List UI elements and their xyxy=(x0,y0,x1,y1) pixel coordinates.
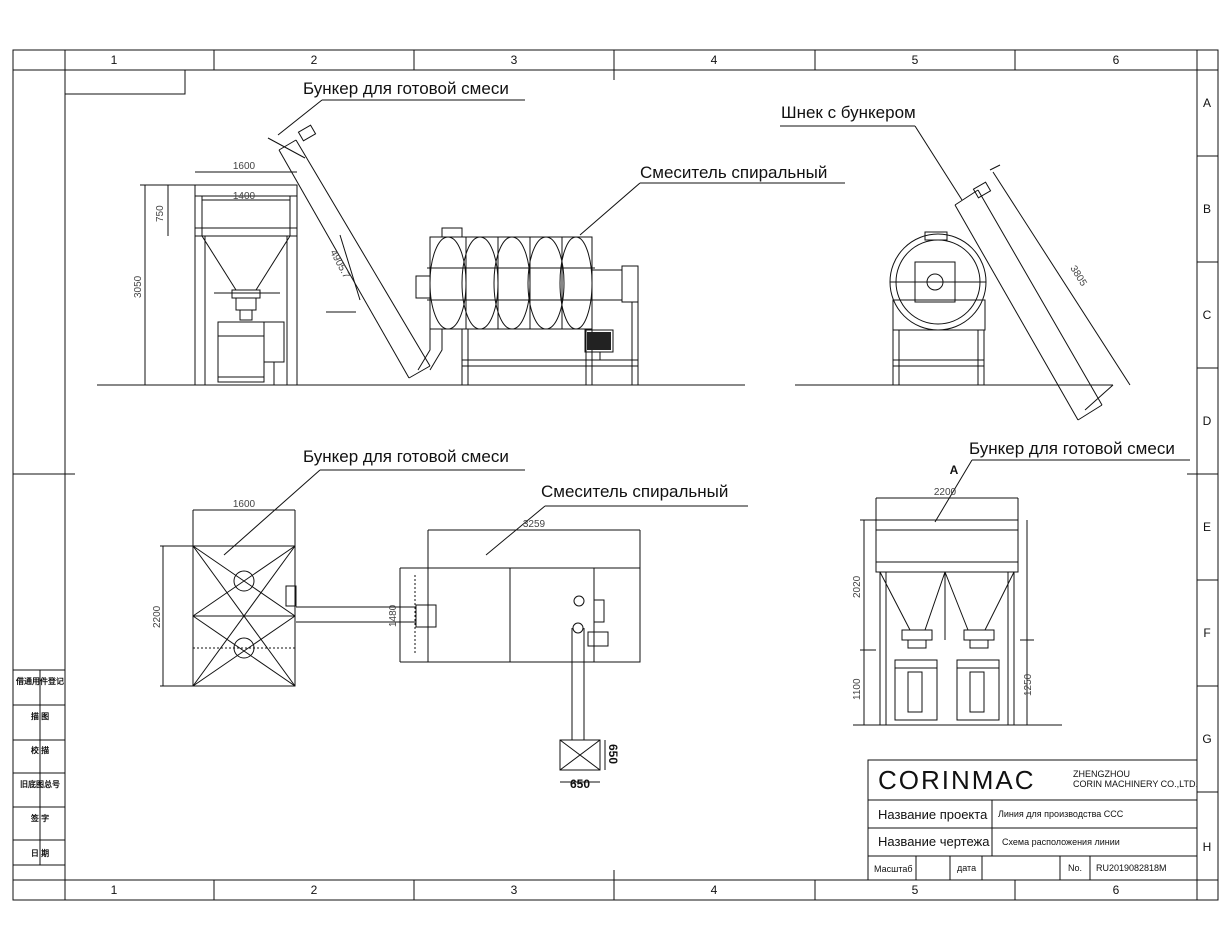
stamp-label: 描 图 xyxy=(31,711,49,721)
col-label: 4 xyxy=(711,53,718,67)
row-labels: A B C D E F G H xyxy=(1202,96,1211,854)
dim-hopper-width: 1600 xyxy=(233,161,256,172)
dim-plan-hopper-width: 1600 xyxy=(233,499,256,510)
col-label: 4 xyxy=(711,883,718,897)
side-view xyxy=(780,125,1131,421)
row-label: D xyxy=(1203,414,1212,428)
project-value: Линия для производства ССС xyxy=(998,809,1124,819)
stamp-label: 签 字 xyxy=(30,813,49,823)
col-label: 3 xyxy=(511,883,518,897)
label-mixer-elevation: Смеситель спиральный xyxy=(640,163,827,182)
dim-plan-mixer-depth: 1480 xyxy=(388,604,399,627)
col-label: 5 xyxy=(912,883,919,897)
side-stamp-column xyxy=(13,669,65,866)
col-label: 6 xyxy=(1113,53,1120,67)
label-hopper-plan: Бункер для готовой смеси xyxy=(303,447,509,466)
stamp-label: 日 期 xyxy=(31,848,49,858)
row-label: A xyxy=(1203,96,1211,110)
title-block xyxy=(867,759,1198,881)
col-label: 3 xyxy=(511,53,518,67)
company-line1: ZHENGZHOU xyxy=(1073,769,1130,779)
dim-hopper-inner: 1400 xyxy=(233,191,256,202)
dim-front-lower: 1100 xyxy=(852,678,863,700)
dim-screw-side-length: 3805 xyxy=(1067,264,1088,289)
sheet-frame xyxy=(12,49,1219,901)
dim-plan-box-height: 650 xyxy=(606,744,620,764)
company-line2: CORIN MACHINERY CO.,LTD. xyxy=(1073,779,1198,789)
date-label: дата xyxy=(957,863,976,873)
label-hopper-elevation: Бункер для готовой смеси xyxy=(303,79,509,98)
elevation-view xyxy=(97,99,845,386)
dim-screw-length: 4905.7 xyxy=(327,248,351,281)
row-label: H xyxy=(1203,840,1212,854)
drawing-label: Название чертежа xyxy=(878,834,990,849)
stamp-label: 校 描 xyxy=(31,745,49,755)
col-label: 1 xyxy=(111,53,118,67)
col-label: 5 xyxy=(912,53,919,67)
column-labels: 1 2 3 4 5 6 1 2 3 4 5 6 xyxy=(111,53,1120,897)
row-label: G xyxy=(1202,732,1211,746)
col-label: 2 xyxy=(311,53,318,67)
row-label: E xyxy=(1203,520,1211,534)
col-label: 6 xyxy=(1113,883,1120,897)
col-label: 2 xyxy=(311,883,318,897)
dim-front-upper: 2020 xyxy=(852,575,863,598)
dim-plan-mixer-length: 3259 xyxy=(523,519,546,530)
row-label: B xyxy=(1203,202,1211,216)
stamp-label: 借通用件登记 xyxy=(15,676,64,686)
motor-fill xyxy=(587,332,611,350)
project-label: Название проекта xyxy=(878,807,988,822)
stamp-label: 旧底图总号 xyxy=(20,779,60,789)
front-view xyxy=(853,459,1190,726)
plan-view xyxy=(160,469,748,783)
number-value: RU2019082818M xyxy=(1096,863,1167,873)
drawing-value: Схема расположения линии xyxy=(1002,837,1120,847)
dim-plan-box-width: 650 xyxy=(570,777,590,791)
row-label: F xyxy=(1203,626,1210,640)
view-mark-a: A xyxy=(950,463,959,477)
dim-hopper-3050: 3050 xyxy=(133,275,144,298)
dim-front-leg: 1250 xyxy=(1023,673,1034,696)
number-label: No. xyxy=(1068,863,1082,873)
dim-hopper-750: 750 xyxy=(155,205,166,222)
side-stamp-labels: 借通用件登记 描 图 校 描 旧底图总号 签 字 日 期 xyxy=(15,676,64,858)
scale-label: Масштаб xyxy=(874,864,913,874)
label-mixer-plan: Смеситель спиральный xyxy=(541,482,728,501)
col-label: 1 xyxy=(111,883,118,897)
label-hopper-front: Бункер для готовой смеси xyxy=(969,439,1175,458)
dim-front-width: 2200 xyxy=(934,487,957,498)
dim-plan-hopper-depth: 2200 xyxy=(152,605,163,628)
company-logo: CORINMAC xyxy=(878,765,1036,795)
label-screw-side: Шнек с бункером xyxy=(781,103,916,122)
row-label: C xyxy=(1203,308,1212,322)
